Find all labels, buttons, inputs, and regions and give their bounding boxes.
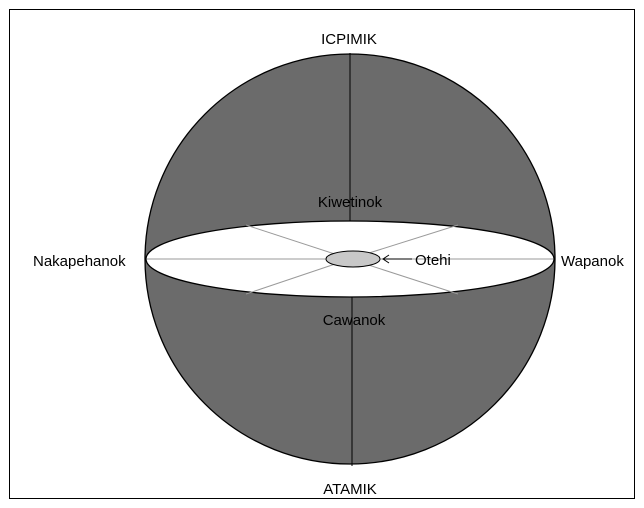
label-bottom: ATAMIK	[323, 481, 377, 498]
label-right: Wapanok	[561, 253, 624, 270]
label-center: Otehi	[415, 252, 451, 269]
plane-ray-sw	[245, 258, 351, 295]
center-disc	[325, 250, 381, 268]
label-top: ICPIMIK	[321, 31, 377, 48]
label-south: Cawanok	[323, 312, 386, 329]
diagram-frame	[9, 9, 635, 499]
label-north: Kiwetinok	[318, 194, 383, 211]
center-arrow-head	[382, 254, 390, 264]
label-left: Nakapehanok	[33, 253, 126, 270]
